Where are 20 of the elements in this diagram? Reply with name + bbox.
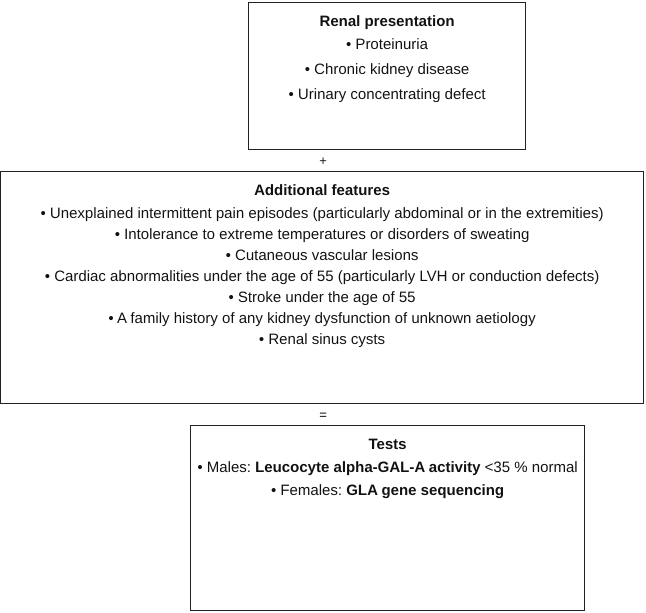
text-box xyxy=(248,2,526,150)
bullet-item: • Unexplained intermittent pain episodes (particularly abdominal or in the extremities) xyxy=(39,205,605,222)
bullet-item: • Renal sinus cysts xyxy=(258,331,386,348)
bullet-item: • Chronic kidney disease xyxy=(304,61,470,78)
box-heading: Tests xyxy=(367,436,408,453)
bullet-item: • Males: Leucocyte alpha-GAL-A activity <35 % normal xyxy=(196,459,579,476)
bullet-item: • Cardiac abnormalities under the age of 55 (particularly LVH or conduction defects) xyxy=(44,268,600,285)
box-heading: Additional features xyxy=(253,182,391,199)
bullet-item: • Proteinuria xyxy=(345,36,429,53)
bullet-item: • Cutaneous vascular lesions xyxy=(224,247,420,264)
operator-sign: = xyxy=(319,407,327,422)
bullet-item: • Urinary concentrating defect xyxy=(287,86,486,103)
text-box xyxy=(190,425,585,611)
operator-sign: + xyxy=(319,153,327,168)
bullet-item: • A family history of any kidney dysfunction of unknown aetiology xyxy=(107,310,537,327)
box-heading: Renal presentation xyxy=(318,13,456,30)
bullet-item: • Stroke under the age of 55 xyxy=(227,289,417,306)
bullet-item: • Females: GLA gene sequencing xyxy=(270,482,506,499)
bullet-item: • Intolerance to extreme temperatures or disorders of sweating xyxy=(114,226,530,243)
text-box xyxy=(0,171,644,404)
